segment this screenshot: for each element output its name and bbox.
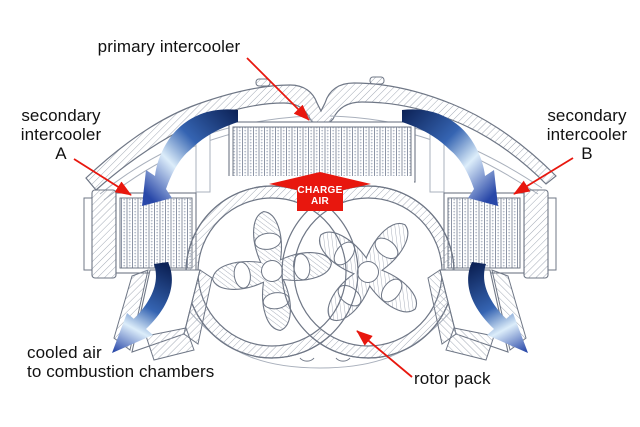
- label-line: AIR: [310, 196, 330, 207]
- label-rotor-pack: rotor pack: [414, 369, 491, 388]
- label-line: cooled air: [27, 343, 102, 362]
- label-line: intercooler: [20, 125, 102, 144]
- label-line: intercooler: [546, 125, 628, 144]
- label-line: secondary: [21, 106, 101, 125]
- primary-intercooler-core: [228, 121, 416, 183]
- secondary-intercooler-b-core: [443, 192, 525, 274]
- label-cooled-air: cooled air to combustion chambers: [27, 343, 214, 381]
- leader-line-rotor-pack: [356, 330, 413, 378]
- leader-line-secondary-intercooler-b: [513, 157, 574, 195]
- label-primary-intercooler: primary intercooler: [97, 37, 241, 56]
- secondary-intercooler-a-core: [115, 192, 197, 274]
- leader-line-primary-intercooler: [246, 57, 310, 121]
- label-line: CHARGE: [297, 185, 343, 196]
- label-charge-air: CHARGE AIR: [295, 185, 345, 207]
- label-secondary-intercooler-b: secondary intercooler B: [532, 106, 640, 163]
- label-secondary-intercooler-a: secondary intercooler A: [6, 106, 116, 163]
- label-line: A: [55, 144, 67, 163]
- label-line: B: [581, 144, 593, 163]
- label-line: secondary: [547, 106, 627, 125]
- charge-air-arrow: [269, 172, 371, 211]
- label-line: to combustion chambers: [27, 362, 215, 381]
- housing-side-walls: [83, 129, 557, 279]
- leader-line-secondary-intercooler-a: [73, 158, 132, 196]
